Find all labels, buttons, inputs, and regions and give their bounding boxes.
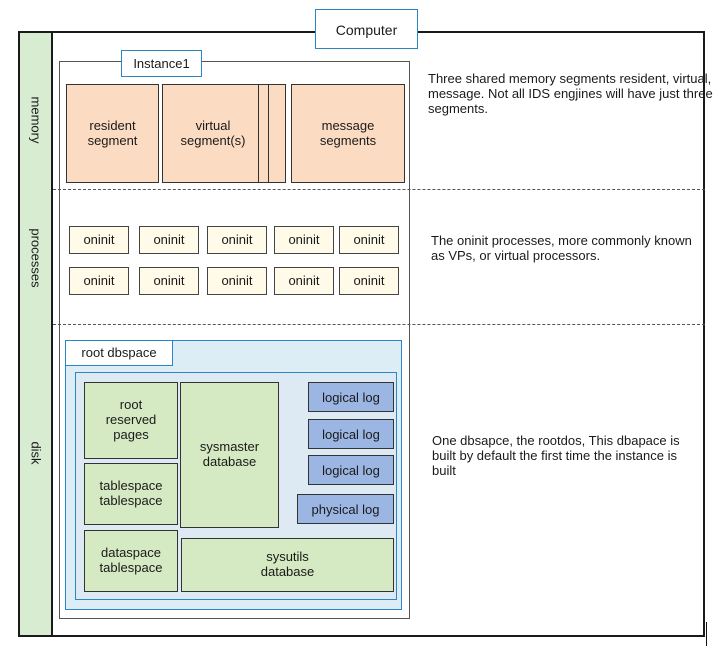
text-cursor: [706, 622, 707, 646]
instance-label: Instance1: [121, 50, 202, 77]
oninit-process: oninit: [274, 267, 334, 295]
message-segment: message segments: [291, 84, 405, 183]
root-reserved-pages: root reserved pages: [84, 382, 178, 459]
dataspace-tablespace-label: dataspace tablespace: [99, 545, 163, 575]
physical-log: physical log: [297, 494, 394, 524]
oninit-process: oninit: [139, 267, 199, 295]
processes-band-label: processes: [28, 228, 44, 288]
logical-log: logical log: [308, 382, 394, 412]
sysmaster-database: sysmaster database: [180, 382, 279, 528]
memory-description: Three shared memory segments resident, v…: [428, 71, 713, 116]
memory-processes-divider: [53, 189, 705, 190]
disk-band-label: disk: [28, 441, 44, 465]
virtual-segment: virtual segment(s): [162, 84, 286, 183]
instance-frame: [59, 61, 410, 619]
processes-disk-divider: [53, 324, 705, 325]
resident-segment-label: resident segment: [87, 117, 138, 148]
disk-description: One dbsapce, the rootdos, This dbapace i…: [432, 433, 680, 478]
virtual-segment-label: virtual segment(s): [180, 117, 246, 148]
sysmaster-database-label: sysmaster database: [199, 439, 260, 469]
memory-band-label: memory: [28, 96, 44, 144]
root-reserved-pages-label: root reserved pages: [105, 397, 157, 442]
root-dbspace-label: root dbspace: [65, 340, 173, 366]
oninit-process: oninit: [274, 226, 334, 254]
sysutils-database: sysutils database: [181, 538, 394, 592]
processes-description: The oninit processes, more commonly know…: [431, 233, 692, 263]
logical-log: logical log: [308, 419, 394, 449]
layer-label-band: [18, 31, 53, 637]
oninit-process: oninit: [207, 226, 267, 254]
oninit-process: oninit: [339, 267, 399, 295]
oninit-process: oninit: [69, 226, 129, 254]
resident-segment: resident segment: [66, 84, 159, 183]
virtual-segment-divider: [258, 84, 259, 183]
oninit-process: oninit: [207, 267, 267, 295]
dataspace-tablespace: dataspace tablespace: [84, 530, 178, 592]
logical-log: logical log: [308, 455, 394, 485]
sysutils-database-label: sysutils database: [260, 549, 315, 579]
virtual-segment-divider: [268, 84, 269, 183]
oninit-process: oninit: [69, 267, 129, 295]
tablespace-tablespace-label: tablespace tablespace: [99, 478, 163, 508]
computer-label: Computer: [315, 9, 418, 49]
message-segment-label: message segments: [319, 117, 377, 148]
oninit-process: oninit: [339, 226, 399, 254]
oninit-process: oninit: [139, 226, 199, 254]
tablespace-tablespace: tablespace tablespace: [84, 463, 178, 525]
